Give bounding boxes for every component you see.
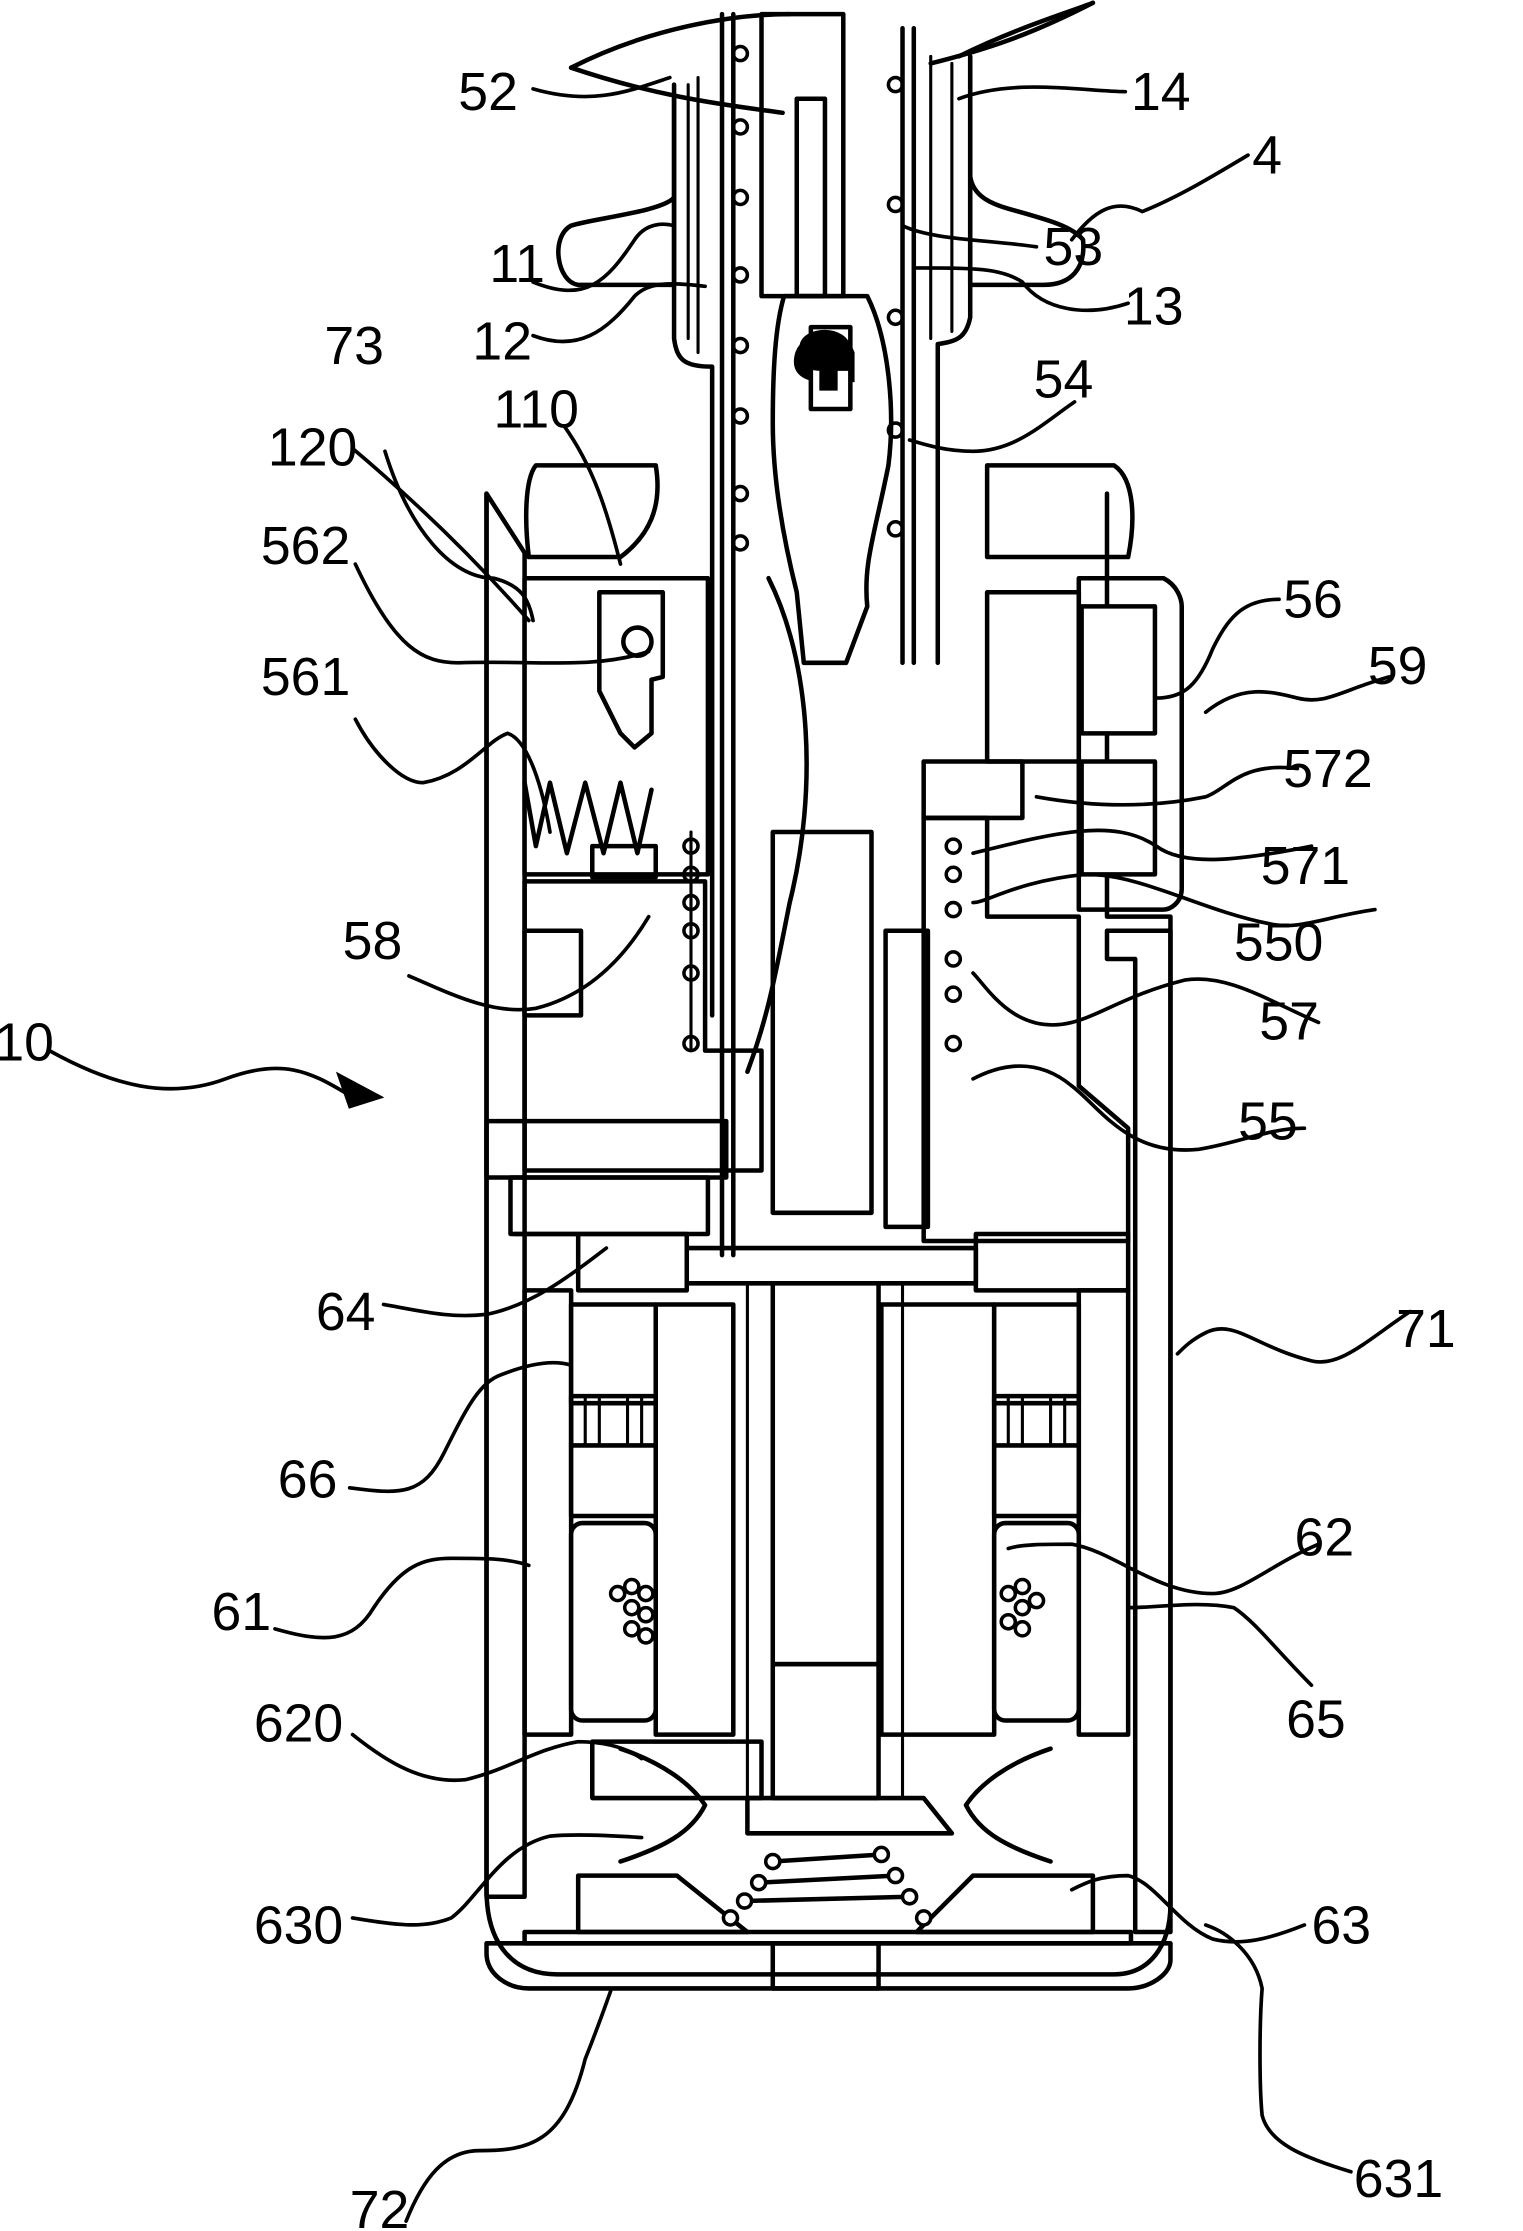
ref-label-59: 59 (1368, 636, 1428, 696)
ref-label-72: 72 (350, 2180, 410, 2231)
ref-label-561: 561 (261, 647, 350, 707)
cap-73-right (984, 463, 1135, 560)
ref-label-550: 550 (1234, 912, 1323, 972)
ref-label-66: 66 (278, 1450, 338, 1510)
ring-620 (590, 1739, 764, 1801)
connector-52 (759, 11, 846, 299)
ref-label-57: 57 (1259, 991, 1319, 1051)
ref-label-630: 630 (254, 1895, 343, 1955)
ref-label-12: 12 (472, 312, 532, 372)
ball-bearings-65 (608, 1577, 1046, 1645)
bottom-insert (770, 1941, 881, 1991)
ref-label-110: 110 (494, 379, 579, 439)
body-62 (879, 1302, 997, 1737)
plate-572 (921, 759, 1025, 821)
ref-label-54: 54 (1034, 350, 1094, 410)
ref-label-65: 65 (1286, 1689, 1346, 1749)
ref-label-120: 120 (268, 417, 357, 477)
ref-label-71: 71 (1396, 1299, 1456, 1359)
ref-label-73: 73 (324, 316, 384, 376)
handle-4-right (967, 54, 1086, 288)
ref-label-13: 13 (1124, 276, 1184, 336)
ref-label-53: 53 (1044, 217, 1104, 277)
ref-label-62: 62 (1295, 1507, 1355, 1567)
upper-housing (484, 463, 1184, 1977)
ref-label-571: 571 (1261, 836, 1350, 896)
body-61 (522, 1288, 574, 1737)
pin-55 (770, 829, 874, 1216)
block-56 (984, 590, 1082, 764)
ref-label-52: 52 (458, 62, 518, 122)
ref-label-64: 64 (316, 1282, 376, 1342)
bottom-cap-72 (484, 1941, 1173, 1991)
ref-label-10: 10 (0, 1012, 54, 1072)
ref-label-631: 631 (1354, 2149, 1443, 2209)
ref-label-61: 61 (212, 1582, 272, 1642)
leader-lines (273, 75, 1413, 2223)
reference-labels: 52 14 4 53 11 13 12 54 73 110 120 562 56… (0, 62, 1456, 2231)
upper-shaft (556, 0, 1096, 1258)
ref-label-11: 11 (489, 234, 545, 294)
assembly-arrow-10 (47, 1048, 385, 1109)
spring-coil-beads (731, 44, 905, 552)
ref-label-572: 572 (1283, 739, 1372, 799)
ref-label-55: 55 (1238, 1091, 1298, 1151)
ref-label-620: 620 (254, 1694, 343, 1754)
handle-4-left (556, 96, 677, 288)
spring-561 (522, 780, 654, 856)
ref-label-56: 56 (1283, 570, 1343, 630)
spring-631 (721, 1845, 933, 1927)
plate-64 (684, 1245, 979, 1286)
ref-label-4: 4 (1252, 125, 1282, 185)
ring-59 (1076, 575, 1184, 912)
ref-label-14: 14 (1131, 62, 1191, 122)
lower-assembly (484, 1231, 1173, 1991)
latch-54 (770, 293, 894, 666)
leaf-spring-110 (745, 575, 809, 1075)
ref-label-58: 58 (343, 911, 403, 971)
ref-label-562: 562 (261, 516, 350, 576)
block-58 (522, 879, 764, 1173)
pawl-562 (597, 590, 666, 750)
ref-label-63: 63 (1311, 1895, 1371, 1955)
base-63 (575, 1873, 750, 1935)
